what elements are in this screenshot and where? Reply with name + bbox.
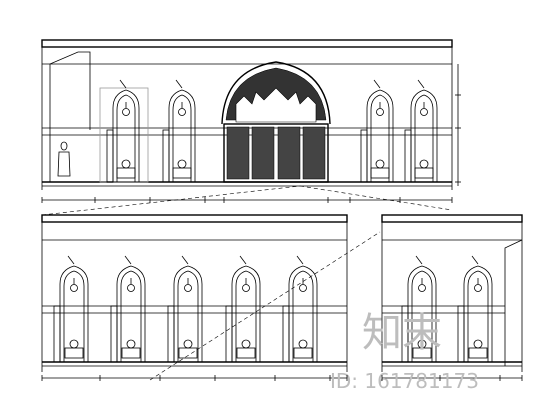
lamp-icon xyxy=(70,284,78,292)
arched-niche xyxy=(110,255,146,363)
center-screen-doors xyxy=(223,123,329,183)
upper-elevation-panel xyxy=(41,39,461,201)
vase-icon xyxy=(417,339,427,349)
upper-left-slant xyxy=(49,51,91,182)
ll-ceiling-band xyxy=(41,214,348,223)
arched-niche xyxy=(53,255,89,363)
lamp-icon xyxy=(242,284,250,292)
arched-niche xyxy=(162,79,196,183)
lamp-icon xyxy=(127,284,135,292)
center-dome-crenel xyxy=(235,87,317,123)
vase-icon xyxy=(177,159,187,169)
arched-niche xyxy=(282,255,318,363)
watermark-brand: 知末 xyxy=(362,310,442,356)
dashed-guide-1 xyxy=(41,185,301,216)
lower-right-niche-group xyxy=(401,255,493,363)
upper-ceiling-band xyxy=(41,39,453,48)
watermark: 知末 ID: 161781173 xyxy=(330,310,479,393)
vase-icon xyxy=(375,159,385,169)
arched-niche xyxy=(404,79,438,183)
lower-right-elevation-panel xyxy=(381,214,523,379)
vase-icon xyxy=(473,339,483,349)
lamp-icon xyxy=(184,284,192,292)
lower-left-niche-group xyxy=(53,255,318,363)
center-dome-arch xyxy=(221,61,331,125)
lamp-icon xyxy=(474,284,482,292)
vase-icon xyxy=(241,339,251,349)
lamp-icon xyxy=(122,108,130,116)
lr-slant-wall xyxy=(504,239,523,366)
vase-icon xyxy=(183,339,193,349)
lamp-icon xyxy=(178,108,186,116)
lamp-icon xyxy=(299,284,307,292)
vase-icon xyxy=(126,339,136,349)
arched-niche xyxy=(167,255,203,363)
vase-icon xyxy=(298,339,308,349)
arched-niche xyxy=(106,79,140,183)
watermark-id: ID: 161781173 xyxy=(330,369,479,393)
vase-icon xyxy=(69,339,79,349)
lamp-icon xyxy=(376,108,384,116)
lamp-icon xyxy=(418,284,426,292)
lr-ceiling-band xyxy=(381,214,523,223)
upper-niche-group xyxy=(106,79,438,183)
lower-left-elevation-panel xyxy=(41,214,348,379)
arched-niche xyxy=(401,255,437,363)
arched-niche xyxy=(225,255,261,363)
arched-niche xyxy=(457,255,493,363)
lamp-icon xyxy=(420,108,428,116)
figure-head xyxy=(60,141,68,151)
niche-highlight-frame xyxy=(99,87,149,183)
figure-body xyxy=(57,151,71,177)
dashed-guide-2 xyxy=(299,185,453,211)
arched-niche xyxy=(360,79,394,183)
vase-icon xyxy=(419,159,429,169)
vase-icon xyxy=(121,159,131,169)
